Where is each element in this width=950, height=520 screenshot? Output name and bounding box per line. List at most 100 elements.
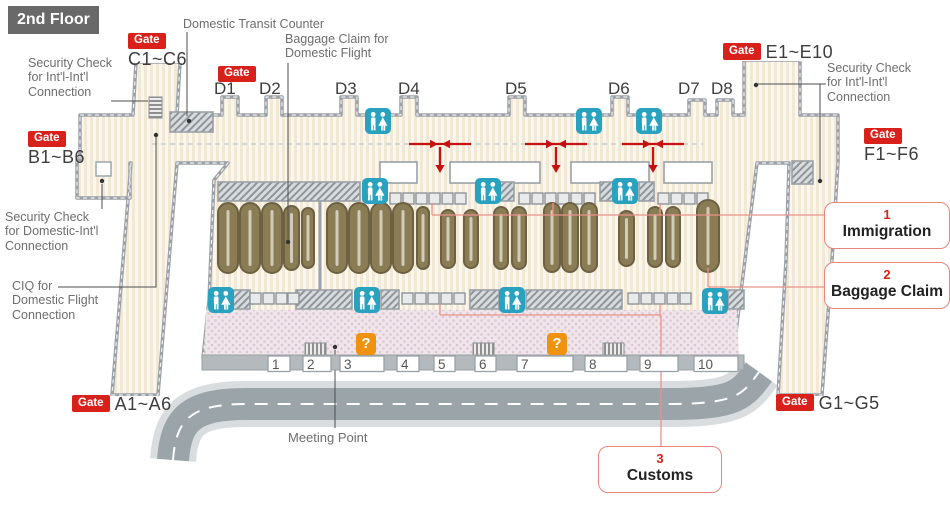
restroom-icon <box>576 108 602 134</box>
man-figure <box>480 182 486 187</box>
man-figure <box>371 124 373 131</box>
carousel-belt-slot <box>335 210 339 266</box>
woman-figure <box>652 125 654 131</box>
hatched-area <box>498 181 515 202</box>
callout-customs: 3 Customs <box>598 446 722 494</box>
restroom-icon-bg <box>365 108 391 134</box>
man-figure <box>373 124 376 131</box>
restroom-icon <box>612 178 638 204</box>
entrance-door <box>516 355 574 373</box>
entrance-number: 8 <box>589 357 597 372</box>
woman-figure <box>378 195 380 201</box>
restroom-icon <box>365 108 391 134</box>
immigration-counter <box>683 192 696 205</box>
woman-figure <box>515 304 517 310</box>
entrance-door <box>693 355 739 373</box>
man-figure <box>359 291 365 296</box>
label-meeting-point: Meeting Point <box>288 430 368 445</box>
arrowhead-right <box>546 139 554 149</box>
domestic-transit-counter-area <box>169 111 214 133</box>
gate-badge: Gate <box>28 130 66 147</box>
gate-d6-label: D6 <box>608 79 630 98</box>
label-anchor-dot <box>332 344 338 350</box>
man-figure <box>367 187 373 196</box>
gate-range: F1~F6 <box>864 144 920 164</box>
woman-figure <box>224 304 226 310</box>
man-figure <box>707 292 713 297</box>
gate-g-label: Gate G1~G5 <box>776 393 880 414</box>
gate-d-badge: Gate <box>218 63 256 82</box>
entrance-door <box>396 355 420 373</box>
immigration-counter <box>415 192 428 205</box>
restroom-icon <box>354 287 380 313</box>
gate-d3-label: D3 <box>335 79 357 98</box>
woman-figure <box>654 125 657 131</box>
arrowhead-right <box>643 139 651 149</box>
customs-counter <box>401 292 414 305</box>
gate-range: C1~C6 <box>128 49 188 69</box>
label-security-check-domestic: Security Check for Domestic-Int'l Connec… <box>5 210 99 253</box>
hatched-area <box>727 289 745 310</box>
carousel-belt-slot <box>706 207 710 265</box>
woman-figure <box>594 125 597 131</box>
arrowhead-down <box>435 165 445 173</box>
label-anchor-dot <box>753 82 759 88</box>
carousel-belt-slot <box>587 210 591 265</box>
woman-figure <box>490 182 496 187</box>
woman-figure <box>591 112 597 117</box>
callout-label: Immigration <box>842 222 932 240</box>
man-figure <box>370 194 373 201</box>
gate-b-label: Gate B1~B6 <box>28 128 85 168</box>
gate-f-label: Gate F1~F6 <box>864 125 919 165</box>
service-room <box>379 161 418 184</box>
carousel-belt-slot <box>550 210 554 265</box>
gate-badge: Gate <box>218 65 256 82</box>
woman-figure <box>367 296 377 305</box>
immigration-counter <box>428 192 441 205</box>
customs-counter <box>262 292 275 305</box>
woman-figure <box>380 195 383 201</box>
man-figure <box>582 124 584 131</box>
man-figure <box>367 182 373 187</box>
gate-c-label: Gate C1~C6 <box>128 30 187 70</box>
carousel-belt-slot <box>401 210 405 266</box>
customs-counter <box>427 292 440 305</box>
man-figure <box>617 187 623 196</box>
woman-figure <box>649 117 659 126</box>
woman-figure <box>517 304 520 310</box>
passenger-flow-arrow <box>409 139 471 173</box>
man-figure <box>480 187 486 196</box>
man-figure <box>581 117 587 126</box>
woman-figure <box>369 291 375 296</box>
gate-d2-label: D2 <box>259 79 281 98</box>
pier-open-end <box>741 55 802 61</box>
security-notch <box>95 161 112 177</box>
pier-open-end <box>109 396 161 403</box>
gate-badge: Gate <box>72 395 110 412</box>
woman-figure <box>226 304 229 310</box>
arrowhead-down <box>648 165 658 173</box>
carousel-belt-slot <box>671 214 675 260</box>
customs-counter <box>440 292 453 305</box>
man-figure <box>581 112 587 117</box>
man-figure <box>708 304 710 311</box>
man-figure <box>707 297 713 306</box>
restroom-icon-bg <box>636 108 662 134</box>
man-figure <box>507 303 510 310</box>
restroom-icon-bg <box>362 178 388 204</box>
security-check-box <box>148 96 163 119</box>
information-icon: ? <box>547 333 567 355</box>
restroom-icon-bg <box>354 287 380 313</box>
man-figure <box>644 124 647 131</box>
carousel-belt-slot <box>421 214 425 262</box>
gate-d8-label: D8 <box>711 79 733 98</box>
man-figure <box>483 194 486 201</box>
immigration-counter <box>518 192 531 205</box>
immigration-counter <box>531 192 544 205</box>
customs-counter <box>679 292 692 305</box>
hatched-area <box>380 289 400 310</box>
passenger-flow-arrow <box>622 139 684 173</box>
service-room <box>663 161 713 184</box>
restroom-icon <box>208 287 234 313</box>
hatched-area <box>217 181 361 202</box>
